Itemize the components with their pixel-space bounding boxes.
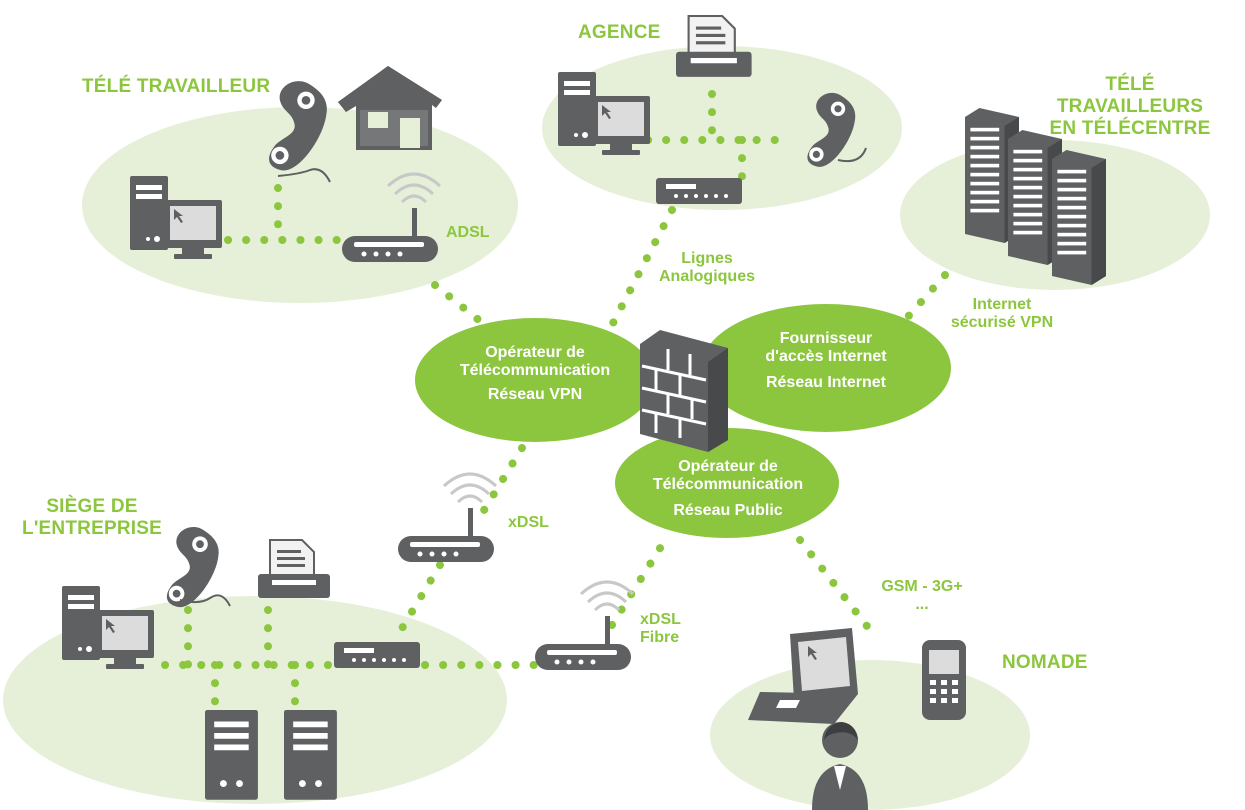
label-xdsl-fibre-line2: Fibre [640,629,680,647]
label-gsm-line1: GSM - 3G+ [881,578,963,595]
tower-server-icon [205,710,258,800]
hub-internet-line2: d'accès Internet [765,348,887,366]
title-siege-line2: L'ENTREPRISE [22,517,162,539]
label-adsl: ADSL [446,224,490,241]
phone-icon [166,526,219,608]
hub-public-line2: Télécommunication [652,476,804,494]
label-lignes-line1: Lignes [681,250,733,267]
title-telecentre: TÉLÉ TRAVAILLEURS EN TÉLÉCENTRE [1030,74,1230,140]
label-internet-vpn: Internet sécurisé VPN [942,296,1062,333]
hub-internet-line3: Réseau Internet [765,373,887,391]
wifi-router-icon [396,472,498,564]
title-siege-line1: SIÈGE DE [46,496,138,517]
link-xdsl-vpn [474,444,526,524]
label-lignes-line2: Analogiques [658,268,755,286]
link-ag-vpn [608,206,676,329]
link-xdsl-switch [391,561,444,644]
title-telecentre-line1: TÉLÉ TRAVAILLEURS [1056,74,1204,117]
dotted-links [161,90,949,709]
zone-nomade [710,660,1030,810]
desktop-computer-icon [62,586,154,669]
printer-icon [257,539,331,599]
title-tele-travailleur: TÉLÉ TRAVAILLEUR [82,76,271,97]
hub-vpn-line1: Opérateur de [485,344,585,361]
label-xdsl-fibre-line1: xDSL [640,611,681,628]
hub-public-line1: Opérateur de [678,458,778,475]
tower-server-icon [284,710,337,800]
label-xdsl: xDSL [508,514,549,531]
title-telecentre-line2: EN TÉLÉCENTRE [1049,117,1211,139]
hub-internet-label: Fournisseur d'accès Internet Réseau Inte… [736,330,916,392]
link-fibre-public [608,541,666,629]
hub-vpn-label: Opérateur de Télécommunication Réseau VP… [425,344,645,404]
label-lignes-analogiques: Lignes Analogiques [652,250,762,287]
hub-vpn-line3: Réseau VPN [487,385,583,403]
label-gsm: GSM - 3G+ ... [862,578,982,615]
link-tt-vpn [431,281,489,329]
hub-vpn [415,318,655,442]
title-siege: SIÈGE DE L'ENTREPRISE [12,496,172,540]
hub-public-line3: Réseau Public [673,501,783,519]
hub-public [615,428,839,538]
network-switch-icon [334,642,420,668]
title-nomade: NOMADE [1002,652,1088,673]
link-public-nomade [796,536,874,634]
label-internet-line2: sécurisé VPN [950,314,1054,332]
title-agence: AGENCE [578,22,661,43]
link-telecentre-internet [901,271,949,324]
hub-vpn-line2: Télécommunication [459,362,611,380]
hub-internet-line1: Fournisseur [779,330,873,347]
house-icon [338,66,442,150]
mobile-phone-icon [922,640,966,720]
hub-internet [701,304,951,432]
zone-agence [542,46,902,210]
wifi-router-icon [533,580,635,672]
label-gsm-line2: ... [915,596,929,614]
hub-public-label: Opérateur de Télécommunication Réseau Pu… [618,458,838,520]
label-xdsl-fibre: xDSL Fibre [640,611,681,648]
server-rack-icon [1052,150,1106,285]
laptop-icon [748,628,858,724]
label-internet-line1: Internet [972,296,1032,313]
network-switch-icon [656,178,742,204]
user-icon [812,722,868,810]
firewall-icon [640,330,728,452]
